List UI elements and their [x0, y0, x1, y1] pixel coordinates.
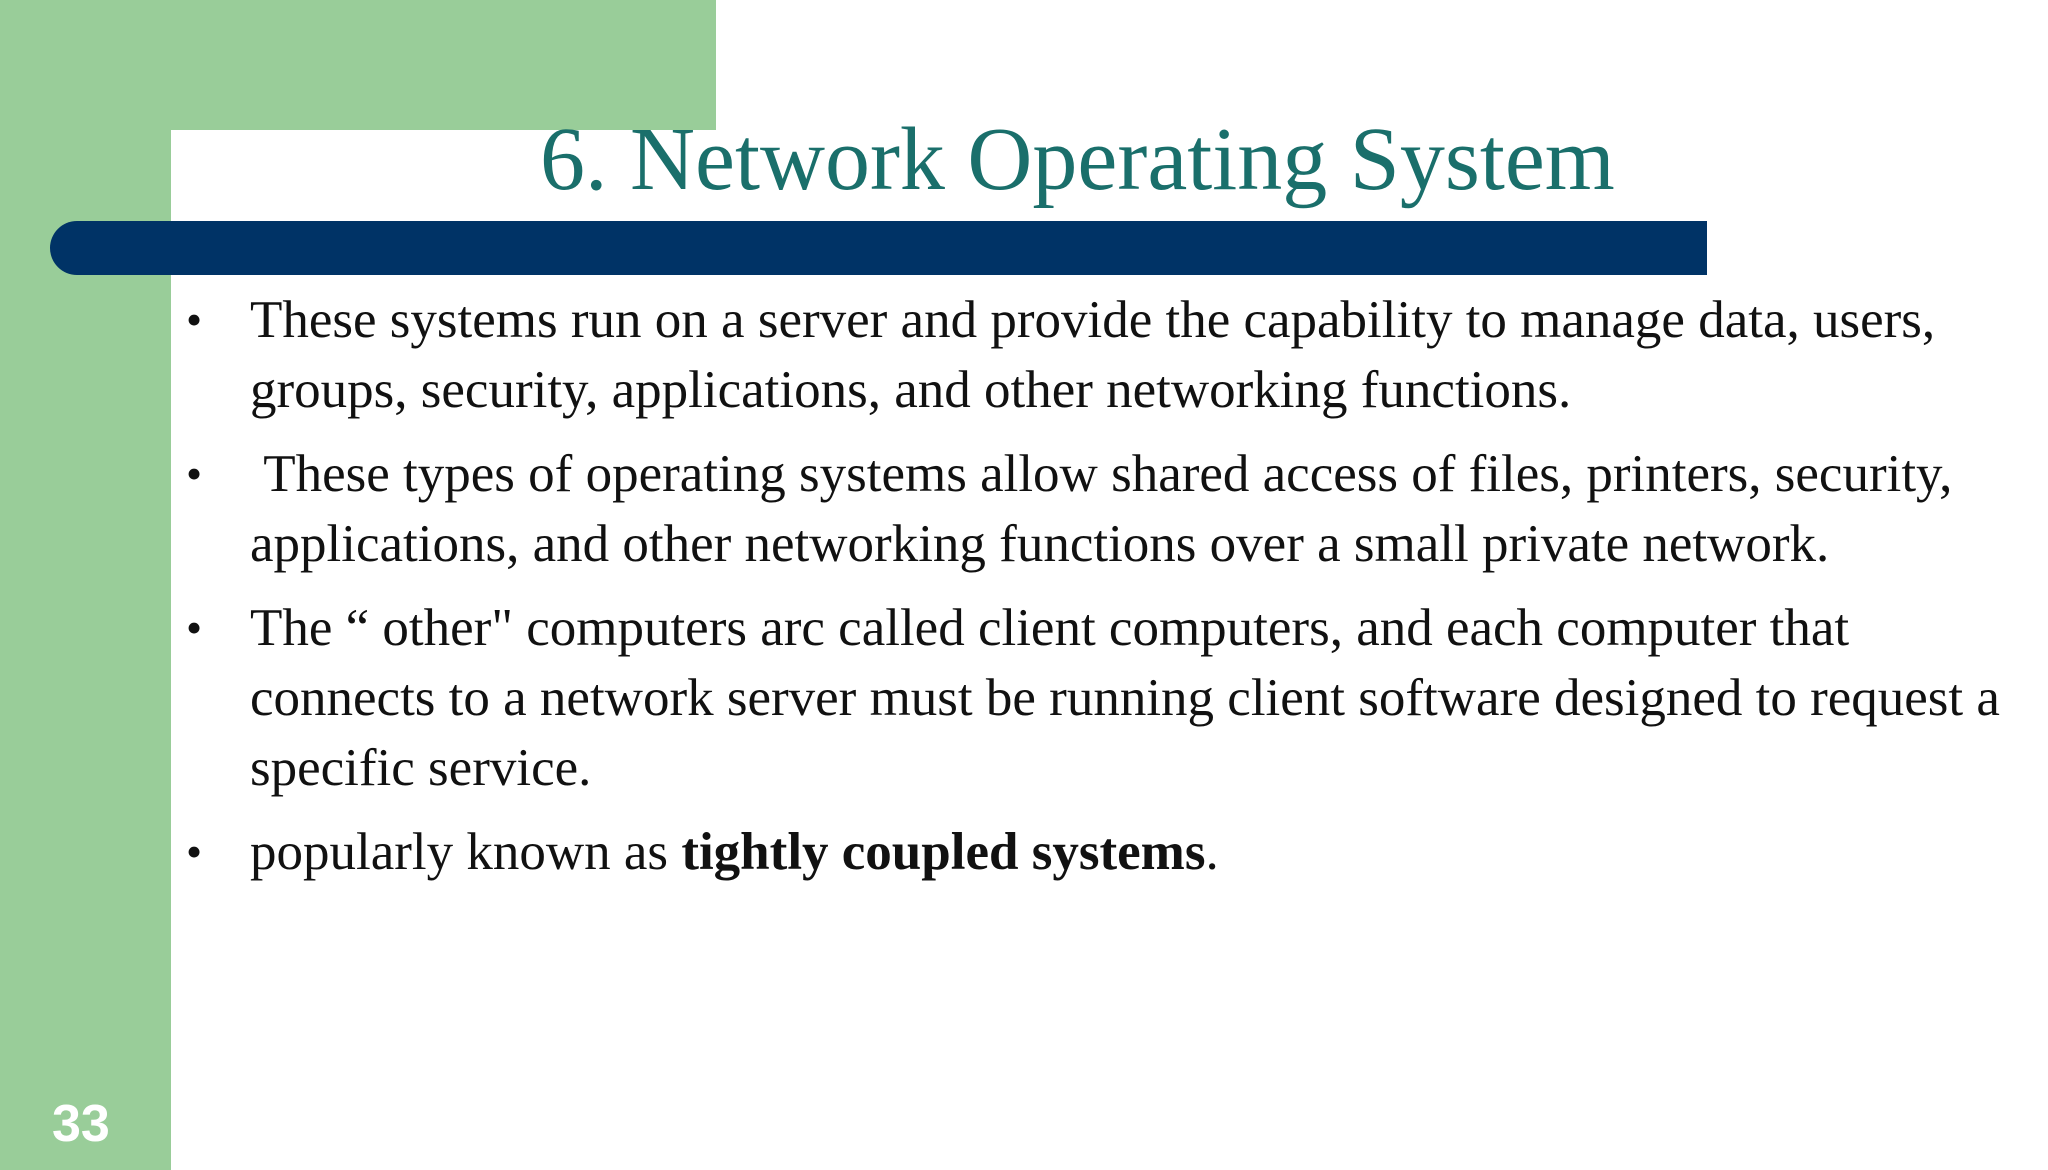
bullet-list: • These systems run on a server and prov… [180, 285, 2020, 901]
bullet-marker: • [186, 826, 203, 877]
bullet-text: The “ other" computers arc called client… [250, 599, 2000, 797]
title-underline-bar [50, 221, 1707, 275]
content-panel [171, 130, 2048, 1170]
bullet-text: These systems run on a server and provid… [250, 291, 1936, 419]
bullet-item: • popularly known as tightly coupled sys… [180, 817, 2020, 887]
bullet-item: • The “ other" computers arc called clie… [180, 593, 2020, 803]
sidebar-left-band [0, 0, 171, 1170]
bullet-marker: • [186, 294, 203, 345]
bullet-marker: • [186, 448, 203, 499]
bullet-text: These types of operating systems allow s… [250, 445, 1966, 573]
slide-title: 6. Network Operating System [540, 110, 1615, 209]
bullet-text-lead: popularly known as [250, 823, 682, 881]
bullet-item: • These systems run on a server and prov… [180, 285, 2020, 425]
bullet-text-emphasis: tightly coupled systems [681, 823, 1206, 881]
slide-number: 33 [52, 1095, 110, 1153]
bullet-marker: • [186, 602, 203, 653]
bullet-item: • These types of operating systems allow… [180, 439, 2020, 579]
bullet-text-end: . [1205, 823, 1219, 881]
